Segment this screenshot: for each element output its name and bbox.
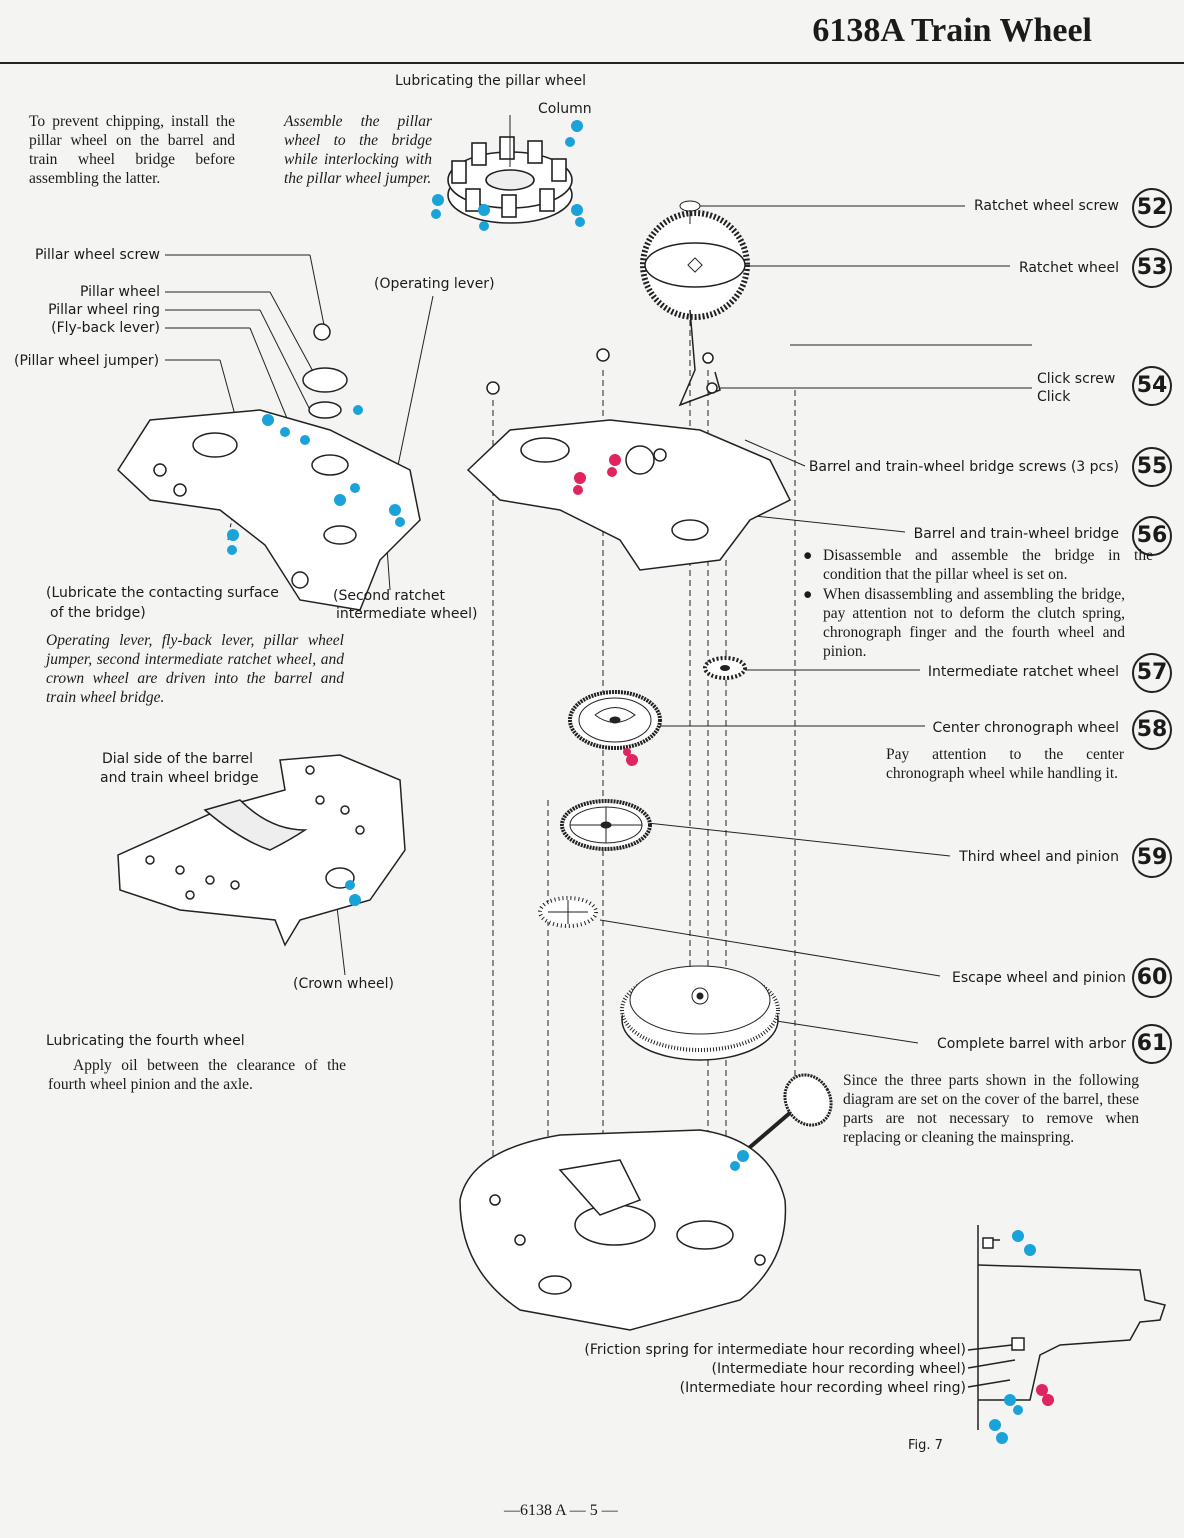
fourth-wheel-title: Lubricating the fourth wheel <box>46 1033 245 1049</box>
part-label-58: Center chronograph wheel <box>932 720 1119 736</box>
part-label-54b: Click <box>1037 389 1071 405</box>
assemble-note: Assemble the pillar wheel to the bridge … <box>284 113 432 187</box>
part-number-60: 60 <box>1132 958 1172 998</box>
label-intermediate-ring: (Intermediate hour recording wheel ring) <box>679 1380 966 1396</box>
left-bridge <box>117 323 421 611</box>
part-label-60: Escape wheel and pinion <box>951 970 1126 986</box>
part-label-59: Third wheel and pinion <box>959 849 1119 865</box>
bridge-note-2: When disassembling and assembling the br… <box>803 585 1125 661</box>
label-dial-side-1: Dial side of the barrel <box>102 751 254 767</box>
barrel <box>620 965 780 1061</box>
part-number-52: 52 <box>1132 188 1172 228</box>
chipping-note: To prevent chipping, install the pillar … <box>29 113 235 187</box>
label-flyback: (Fly-back lever) <box>51 320 160 336</box>
label-intermediate-wheel: (Intermediate hour recording wheel) <box>711 1361 966 1377</box>
part-number-53: 53 <box>1132 248 1172 288</box>
label-pillar-wheel: Pillar wheel <box>79 284 160 300</box>
label-friction-spring: (Friction spring for intermediate hour r… <box>584 1342 966 1358</box>
part-number-58: 58 <box>1132 710 1172 750</box>
oil-drops-red <box>573 454 1054 1406</box>
oil-drops-blue <box>227 120 1036 1444</box>
click-spring <box>678 309 721 407</box>
part-number-59: 59 <box>1132 838 1172 878</box>
page-number: —6138 A — 5 — <box>504 1502 618 1519</box>
barrel-train-bridge <box>466 348 792 571</box>
label-second-ratchet-1: (Second ratchet <box>333 588 445 604</box>
main-plate <box>459 1129 787 1331</box>
fig7-section <box>967 1225 1166 1430</box>
ratchet-screw <box>679 200 701 224</box>
page-title: 6138A Train Wheel <box>812 12 1092 49</box>
part-label-56: Barrel and train-wheel bridge <box>913 526 1119 542</box>
barrel-note: Since the three parts shown in the follo… <box>843 1072 1139 1146</box>
label-dial-side-2: and train wheel bridge <box>100 770 259 786</box>
driven-note: Operating lever, fly-back lever, pillar … <box>46 632 344 706</box>
third-wheel <box>560 799 652 851</box>
fourth-wheel-body: Apply oil between the clearance of the f… <box>48 1057 346 1093</box>
center-note: Pay attention to the center chronograph … <box>886 746 1124 782</box>
part-number-55: 55 <box>1132 447 1172 487</box>
part-label-54: Click screw <box>1037 371 1116 387</box>
escape-wheel <box>538 896 598 928</box>
part-label-52: Ratchet wheel screw <box>973 198 1119 214</box>
dial-side-bridge <box>117 754 406 947</box>
part-label-53: Ratchet wheel <box>1018 260 1119 276</box>
part-number-54: 54 <box>1132 366 1172 406</box>
bridge-note-1: Disassemble and assemble the bridge in t… <box>803 546 1153 584</box>
label-second-ratchet-2: intermediate wheel) <box>336 606 478 622</box>
label-operating: (Operating lever) <box>374 276 495 292</box>
label-crown-wheel: (Crown wheel) <box>293 976 394 992</box>
header-rule <box>0 62 1184 64</box>
pillar-lube-title: Lubricating the pillar wheel <box>395 73 587 89</box>
label-lubricate-1: (Lubricate the contacting surface <box>46 585 279 601</box>
crown-stem <box>733 1073 833 1162</box>
column-label: Column <box>538 101 592 117</box>
label-pillar-ring: Pillar wheel ring <box>48 302 160 318</box>
intermediate-ratchet-wheel <box>703 656 747 680</box>
part-label-55: Barrel and train-wheel bridge screws (3 … <box>808 459 1119 475</box>
figure-label: Fig. 7 <box>908 1438 943 1453</box>
part-label-61: Complete barrel with arbor <box>937 1036 1126 1052</box>
label-jumper: (Pillar wheel jumper) <box>14 353 160 369</box>
label-pillar-screw: Pillar wheel screw <box>35 247 160 263</box>
center-chronograph-wheel <box>568 690 662 750</box>
ratchet-wheel <box>640 210 750 320</box>
part-number-61: 61 <box>1132 1024 1172 1064</box>
label-lubricate-2: of the bridge) <box>50 605 146 621</box>
part-label-57: Intermediate ratchet wheel <box>927 664 1119 680</box>
pillar-wheel-detail <box>447 115 573 224</box>
part-number-57: 57 <box>1132 653 1172 693</box>
